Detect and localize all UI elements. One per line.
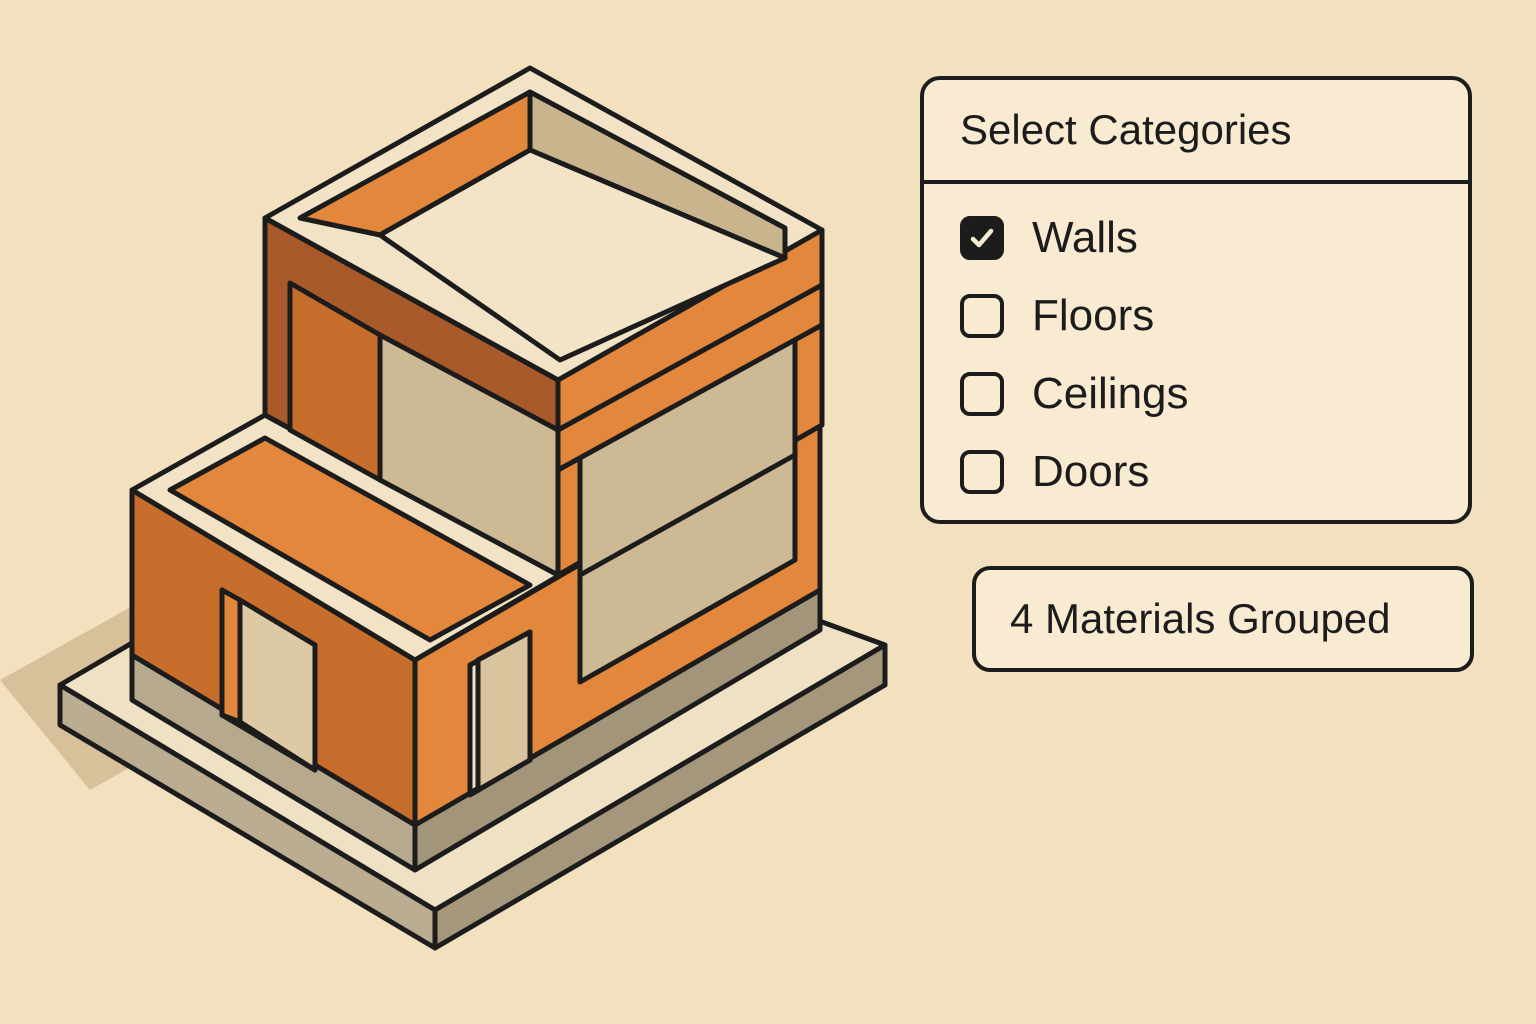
materials-grouped-badge: 4 Materials Grouped — [972, 566, 1474, 672]
ceilings-checkbox[interactable] — [960, 372, 1004, 416]
category-option-ceilings[interactable]: Ceilings — [960, 364, 1189, 424]
walls-checkbox[interactable] — [960, 216, 1004, 260]
category-option-floors[interactable]: Floors — [960, 286, 1154, 346]
lower-door-opening — [237, 597, 318, 773]
panel-header: Select Categories — [924, 80, 1468, 184]
panel-title: Select Categories — [960, 106, 1292, 153]
floors-checkbox[interactable] — [960, 294, 1004, 338]
ceilings-label: Ceilings — [1032, 369, 1189, 418]
doors-label: Doors — [1032, 447, 1150, 496]
upper-roof-opening — [377, 147, 788, 363]
materials-grouped-text: 4 Materials Grouped — [1010, 595, 1391, 642]
lower-side-door-opening — [475, 629, 533, 793]
lower-door-jamb — [219, 587, 243, 725]
upper-floor-band — [555, 282, 825, 473]
lower-rim-inner — [167, 435, 533, 643]
select-categories-panel: Select Categories Walls Floors Ceilings … — [920, 76, 1472, 524]
floors-label: Floors — [1032, 291, 1155, 340]
walls-label: Walls — [1032, 213, 1138, 262]
check-icon — [970, 228, 994, 248]
category-option-doors[interactable]: Doors — [960, 442, 1149, 502]
doors-checkbox[interactable] — [960, 450, 1004, 494]
category-option-walls[interactable]: Walls — [960, 208, 1138, 268]
